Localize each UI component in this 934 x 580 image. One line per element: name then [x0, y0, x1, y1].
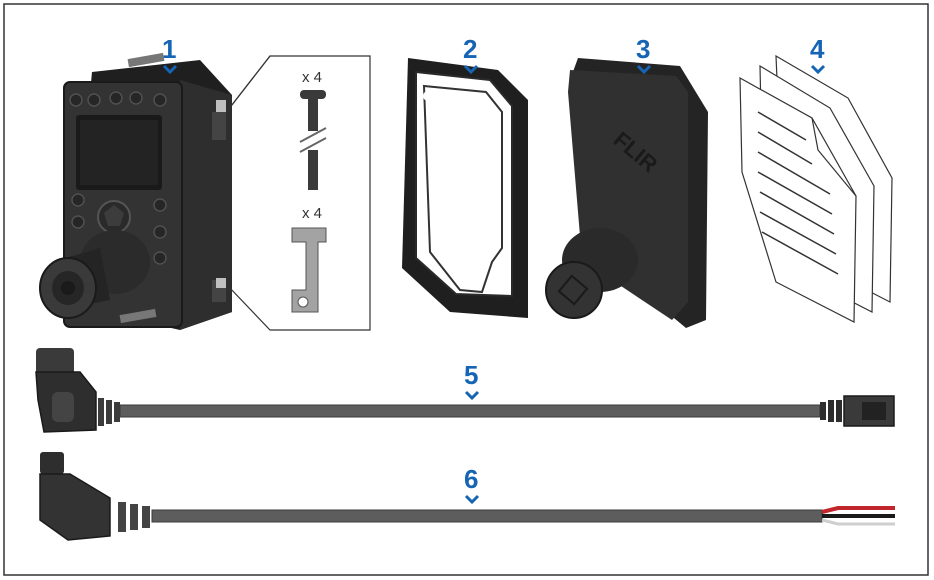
- item-3-cover: FLIR: [546, 58, 708, 328]
- item-4-documents: [740, 56, 892, 322]
- item-number-3: 3: [636, 34, 650, 64]
- item-number-4: 4: [810, 34, 825, 64]
- item-number-2: 2: [463, 34, 477, 64]
- item-1-keypad-controller: [40, 53, 232, 330]
- item-number-1: 1: [162, 34, 176, 64]
- chevron-down-icon: [466, 392, 478, 398]
- screw-quantity-label: x 4: [302, 69, 322, 86]
- item-number-6: 6: [464, 464, 478, 494]
- item-number-5: 5: [464, 360, 478, 390]
- chevron-down-icon: [812, 66, 824, 72]
- item-2-gasket: [402, 58, 528, 318]
- screw-icon: [300, 90, 326, 190]
- clip-icon: [292, 228, 326, 312]
- chevron-down-icon: [466, 496, 478, 502]
- item-1-callout-lines: [228, 56, 370, 330]
- clip-quantity-label: x 4: [302, 205, 322, 222]
